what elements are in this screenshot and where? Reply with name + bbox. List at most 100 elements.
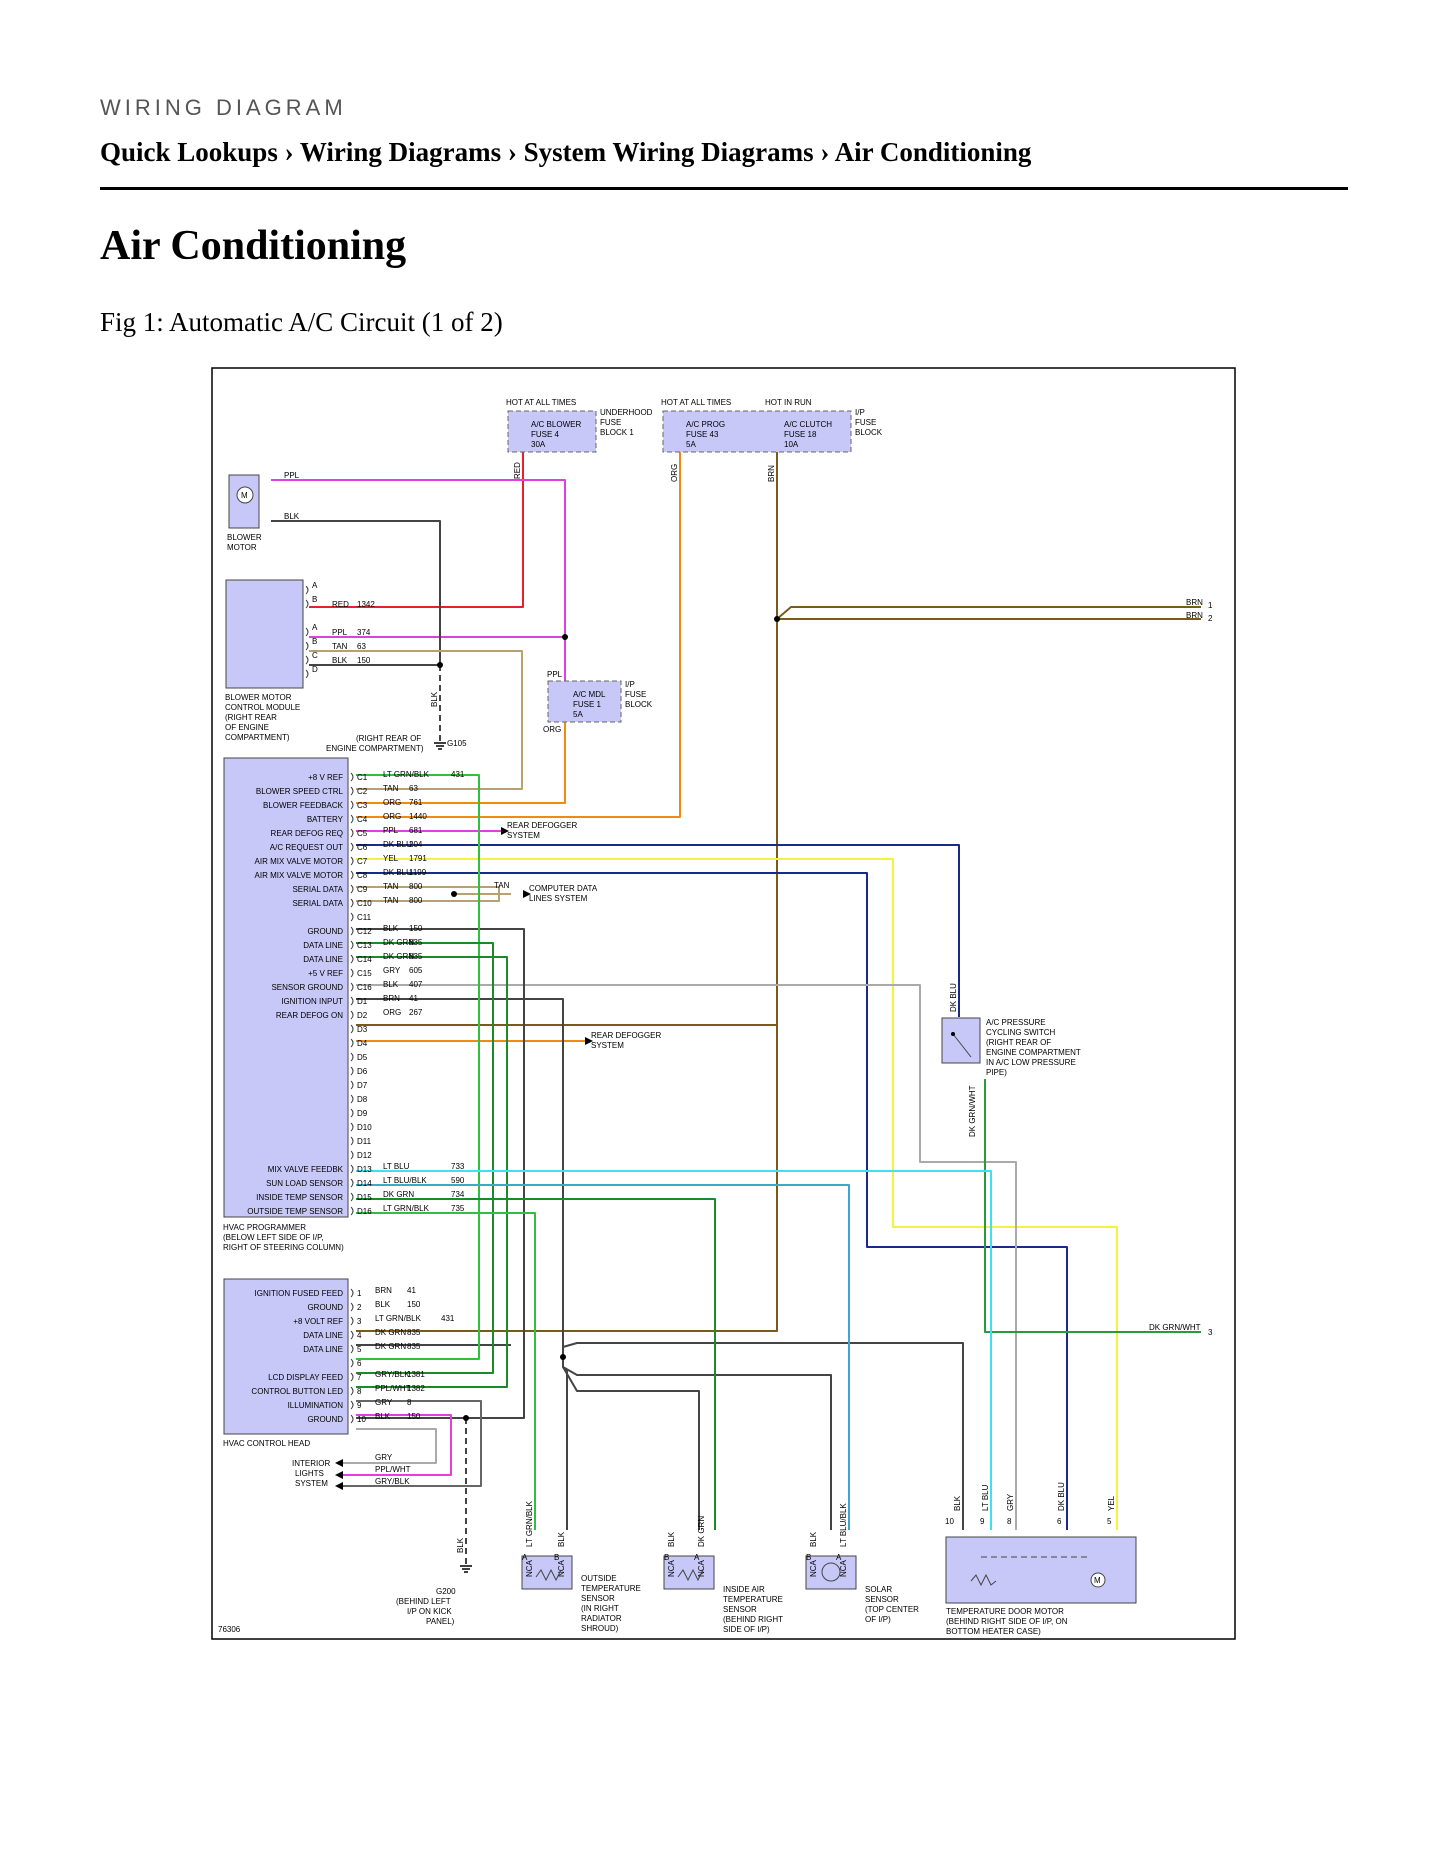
connector-symbol <box>350 1010 354 1020</box>
interior-l1: INTERIOR <box>292 1459 330 1468</box>
programmer-pin-color: GRY <box>383 966 401 975</box>
module-pin-color: PPL <box>332 628 348 637</box>
red-tag: RED <box>513 462 522 479</box>
g200-l3: I/P ON KICK <box>407 1607 452 1616</box>
arrow-rear-defog-2 <box>585 1037 593 1045</box>
wire-gry-blk <box>343 1400 482 1487</box>
programmer-pin-color: DK BLU <box>383 840 412 849</box>
connector-symbol <box>350 842 354 852</box>
offpage-brn-2: BRN <box>1186 611 1203 620</box>
connector-symbol <box>350 1080 354 1090</box>
thermistor-inside <box>677 1568 704 1582</box>
blower-motor-l2: MOTOR <box>227 543 257 552</box>
programmer-pin-id: D15 <box>357 1193 372 1202</box>
blk-out-tag: BLK <box>557 1531 566 1547</box>
motor-m: M <box>241 491 248 500</box>
wire-blk-motor <box>271 520 441 665</box>
module-pin-color: BLK <box>332 656 348 665</box>
interior-l3: SYSTEM <box>295 1479 328 1488</box>
arrow-computer-data <box>523 890 531 898</box>
control-head-pin-label: LCD DISPLAY FEED <box>268 1373 343 1382</box>
connector-symbol <box>350 884 354 894</box>
breadcrumb-separator: › <box>284 137 294 167</box>
programmer-pin-label: DATA LINE <box>303 955 343 964</box>
wire-brn-head <box>356 1025 778 1332</box>
programmer-pin-label: REAR DEFOG REQ <box>271 829 343 838</box>
programmer-box <box>223 757 349 1218</box>
switch-contact <box>952 1033 972 1058</box>
programmer-pin-color: LT BLU <box>383 1162 410 1171</box>
pin-b-solar: B <box>806 1553 811 1562</box>
switch-l3: (RIGHT REAR OF <box>986 1038 1051 1047</box>
door-pin-10: 10 <box>945 1517 954 1526</box>
breadcrumb-air-conditioning[interactable]: Air Conditioning <box>834 137 1032 167</box>
programmer-pin-color: LT GRN/BLK <box>383 1204 430 1213</box>
control-head-pin-label: IGNITION FUSED FEED <box>255 1289 344 1298</box>
connector-symbol <box>350 1136 354 1146</box>
connector-symbol <box>350 1052 354 1062</box>
connector-symbol <box>350 912 354 922</box>
nca-outside-a: NCA <box>525 1559 534 1577</box>
programmer-pin-label: GROUND <box>307 927 343 936</box>
programmer-pin-label: BATTERY <box>307 815 344 824</box>
door-wire-dkblu: DK BLU <box>1057 1482 1066 1511</box>
control-head-pin-circuit: 1382 <box>407 1384 425 1393</box>
inside-l3: SENSOR <box>723 1605 757 1614</box>
rear-defogger-2-l1: REAR DEFOGGER <box>591 1031 661 1040</box>
section-kicker: WIRING DIAGRAM <box>100 95 347 120</box>
door-wire-yel: YEL <box>1107 1495 1116 1511</box>
door-motor-m: M <box>1094 1576 1101 1585</box>
door-motor-l3: BOTTOM HEATER CASE) <box>946 1627 1041 1636</box>
diagram-frame <box>211 367 1236 1640</box>
wire-blk-150 <box>356 928 525 1419</box>
programmer-pin-label: AIR MIX VALVE MOTOR <box>255 857 344 866</box>
arrow-heads <box>335 827 593 1490</box>
dk-grn-tag: DK GRN <box>697 1516 706 1547</box>
programmer-pin-label: A/C REQUEST OUT <box>270 843 343 852</box>
programmer-pin-color: TAN <box>383 882 399 891</box>
programmer-pin-color: DK BLU <box>383 868 412 877</box>
programmer-pin-id: C16 <box>357 983 372 992</box>
solar-cell-symbol <box>821 1562 841 1582</box>
pin-b-inside: B <box>664 1553 669 1562</box>
ip-block-2-l1: I/P <box>625 680 635 689</box>
door-pin-5: 5 <box>1107 1517 1112 1526</box>
connector-symbol <box>350 1358 354 1368</box>
programmer-pin-id: D11 <box>357 1137 372 1146</box>
fuse-ac-prog-l3: 5A <box>686 440 696 449</box>
breadcrumb-separator: › <box>820 137 830 167</box>
programmer-pin-label: SUN LOAD SENSOR <box>266 1179 343 1188</box>
lt-blu-blk-tag: LT BLU/BLK <box>839 1503 848 1547</box>
programmer-pin-circuit: 734 <box>451 1190 465 1199</box>
nca-solar-a: NCA <box>809 1559 818 1577</box>
module-pin-circuit: 63 <box>357 642 366 651</box>
inside-l1: INSIDE AIR <box>723 1585 765 1594</box>
control-head-pin-id: 10 <box>357 1415 366 1424</box>
underhood-l1: UNDERHOOD <box>600 408 653 417</box>
programmer-pin-circuit: 835 <box>409 938 423 947</box>
breadcrumb-quick-lookups[interactable]: Quick Lookups <box>100 137 278 167</box>
g105-l1: (RIGHT REAR OF <box>356 734 421 743</box>
control-head-pin-color: DK GRN <box>375 1342 406 1351</box>
breadcrumb: Quick Lookups › Wiring Diagrams › System… <box>100 137 1031 168</box>
wire-dk-grn-734 <box>356 1198 716 1530</box>
fuse-ac-mdl-l1: A/C MDL <box>573 690 606 699</box>
wire-gry <box>343 1428 437 1464</box>
control-head-pin-id: 6 <box>357 1359 362 1368</box>
connector-symbol <box>350 968 354 978</box>
solar-l4: OF I/P) <box>865 1615 891 1624</box>
org-fuse-tag: ORG <box>543 725 561 734</box>
outside-l1: OUTSIDE <box>581 1574 617 1583</box>
offpage-dkgrnwht: DK GRN/WHT <box>1149 1323 1201 1332</box>
arrow-interior-2 <box>335 1471 343 1479</box>
module-l1: BLOWER MOTOR <box>225 693 292 702</box>
breadcrumb-system-wiring-diagrams[interactable]: System Wiring Diagrams <box>523 137 814 167</box>
fuse-header-3: HOT IN RUN <box>765 398 812 407</box>
wire-gry-605 <box>356 984 1017 1530</box>
rear-defogger-l1: REAR DEFOGGER <box>507 821 577 830</box>
programmer-pin-id: D8 <box>357 1095 368 1104</box>
splice-points <box>437 616 955 1421</box>
breadcrumb-wiring-diagrams[interactable]: Wiring Diagrams <box>299 137 502 167</box>
